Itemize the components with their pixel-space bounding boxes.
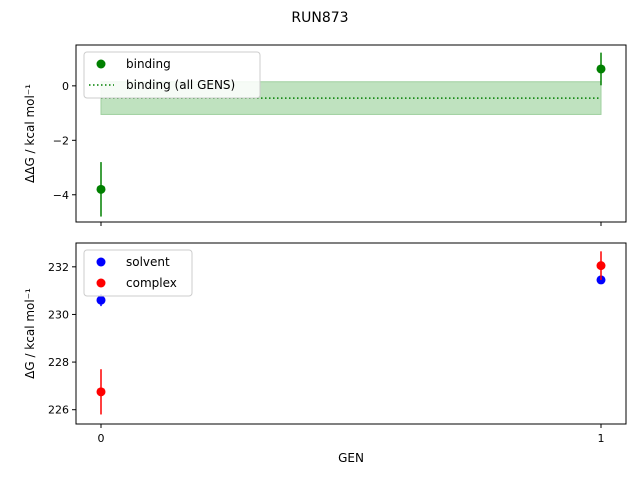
panels: −4 −2 0 ΔΔG / kcal mol⁻¹ binding binding (all… <box>23 44 627 445</box>
legend-box <box>83 51 261 99</box>
data-point <box>96 387 106 397</box>
legend-label: binding <box>126 57 171 71</box>
y-axis-label: ΔΔG / kcal mol⁻¹ <box>23 84 37 183</box>
legend-marker <box>96 59 106 69</box>
data-point <box>596 64 606 74</box>
axes-frame <box>75 44 627 223</box>
x-axis-label: GEN <box>338 451 364 465</box>
y-tick-label: 232 <box>48 261 69 274</box>
legend-label: solvent <box>126 255 170 269</box>
data-point <box>96 295 106 305</box>
y-tick-label: −4 <box>53 189 69 202</box>
panel-top: −4 −2 0 ΔΔG / kcal mol⁻¹ binding binding (all… <box>23 44 627 226</box>
y-tick-label: 230 <box>48 308 69 321</box>
figure-title: RUN873 <box>291 10 348 26</box>
x-tick-label: 1 <box>598 432 605 445</box>
y-tick-label: 0 <box>62 80 69 93</box>
data-point <box>596 261 606 271</box>
y-tick-label: 228 <box>48 356 69 369</box>
legend-marker <box>96 278 106 288</box>
legend-label: complex <box>126 276 177 290</box>
legend-marker <box>96 257 106 267</box>
data-point <box>96 184 106 194</box>
panel-bottom: 0 1 226 228 230 232 ΔG / kcal mol⁻¹ solvent comp… <box>23 242 627 445</box>
y-tick-label: 226 <box>48 404 69 417</box>
axes-frame <box>75 242 627 425</box>
y-axis-label: ΔG / kcal mol⁻¹ <box>23 288 37 379</box>
legend-box <box>83 249 193 297</box>
x-tick-label: 0 <box>98 432 105 445</box>
y-tick-label: −2 <box>53 134 69 147</box>
legend-label: binding (all GENS) <box>126 78 235 92</box>
